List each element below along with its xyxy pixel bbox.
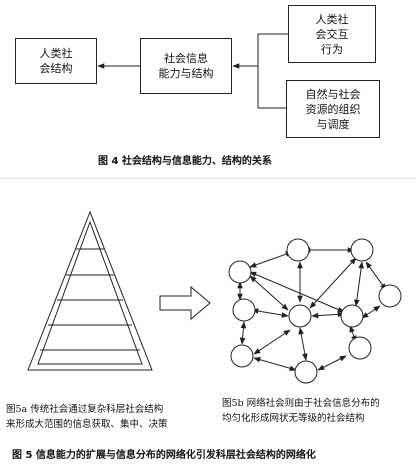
- figure-5b-note: 图5b 网络社会则由于社会信息分布的 均匀化形成网状无等级的社会结构: [222, 398, 380, 424]
- hierarchy-pyramid: [27, 210, 153, 371]
- network-nodes: [228, 238, 402, 384]
- figure-4-caption: 图 4 社会结构与信息能力、结构的关系: [98, 156, 272, 167]
- network-node: [294, 360, 318, 384]
- transition-arrow-icon: [159, 285, 211, 321]
- box-human-social-structure: 人类社 会结构: [15, 38, 97, 84]
- figure-5a-note: 图5a 传统社会通过复杂科层社会结构 来形成大范围的信息获取、集中、决策: [6, 404, 168, 430]
- network-node: [288, 304, 312, 328]
- network-node: [350, 238, 374, 262]
- network-node: [230, 344, 254, 368]
- network-node: [286, 238, 310, 262]
- section-divider: [0, 178, 416, 179]
- network-node: [228, 260, 252, 284]
- network-node: [340, 304, 364, 328]
- box-social-info-capability: 社会信息 能力与结构: [140, 38, 232, 94]
- box-human-social-interaction: 人类社 会交互 行为: [288, 5, 376, 63]
- network-node: [232, 298, 256, 322]
- box-natural-social-resources: 自然与社会 资源的组织 与调度: [286, 80, 380, 138]
- figure-4-connectors: [97, 33, 288, 109]
- network-node: [378, 284, 402, 308]
- network-node: [348, 336, 372, 360]
- figure-5-caption: 图 5 信息能力的扩展与信息分布的网络化引发科层社会结构的网络化: [12, 450, 316, 461]
- network-edges: [237, 247, 387, 371]
